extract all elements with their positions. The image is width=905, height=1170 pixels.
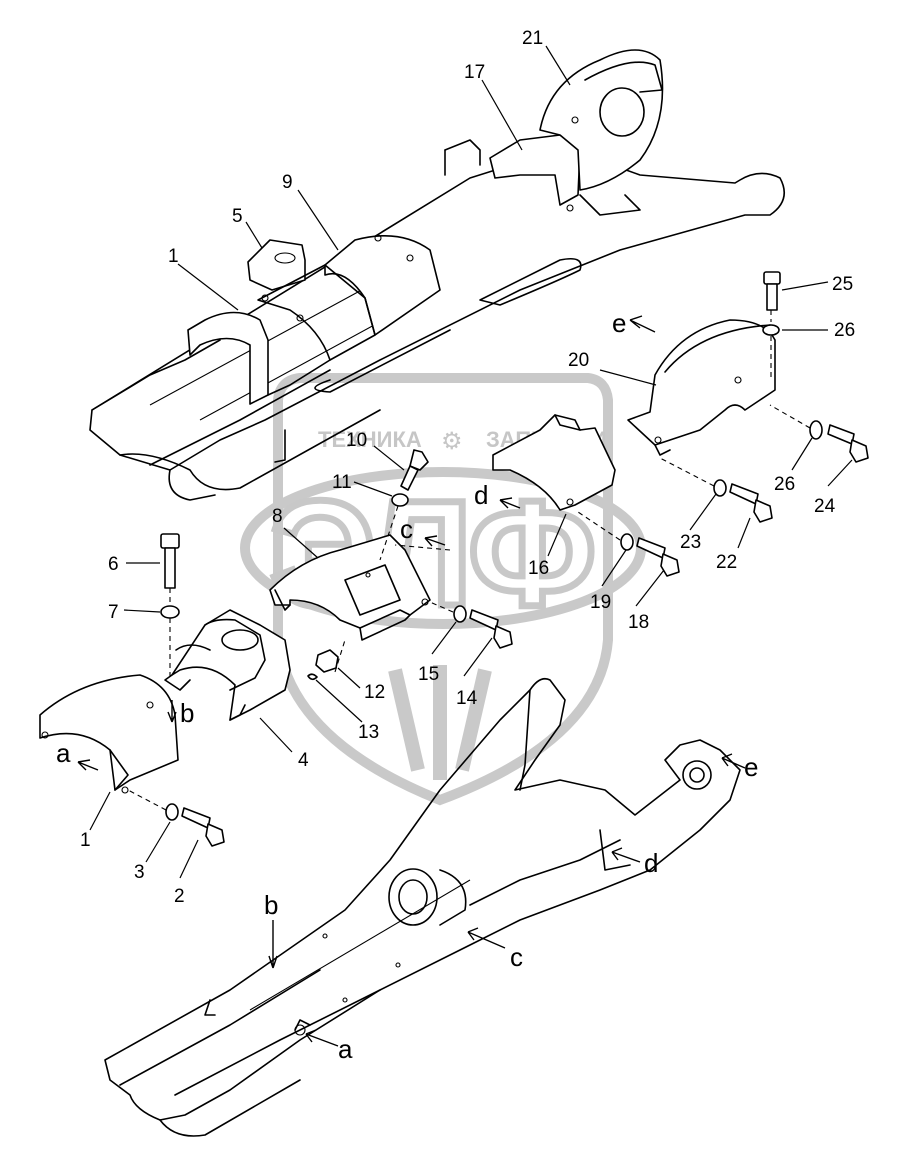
mounting-plate-8 [269,534,431,641]
leader-lines [89,45,853,879]
callout-9: 9 [282,172,293,193]
bolt-22 [729,483,773,523]
callout-18: 18 [628,612,649,633]
callout-12: 12 [364,682,385,703]
callout-5: 5 [232,206,243,227]
support-bracket-4 [164,609,291,721]
washer-11 [391,493,409,507]
callout-26-top: 26 [834,320,855,341]
pin-13 [307,673,318,681]
callout-2: 2 [174,886,185,907]
callout-26-bottom: 26 [774,474,795,495]
callout-numbers: 1 5 9 17 21 25 26 20 10 11 8 6 7 12 13 4… [80,28,855,907]
callout-1-top: 1 [168,246,179,267]
callout-23: 23 [680,532,701,553]
nut-12 [315,649,339,673]
callout-17: 17 [464,62,485,83]
ref-letter-b-bracket: b [180,698,194,728]
watermark-brand-left: ТЕХНИКА [318,427,422,452]
callout-4: 4 [298,750,309,771]
callout-15: 15 [418,664,439,685]
watermark-logo-letters: ЭЛФ [270,469,592,637]
ref-letter-e-frame: e [744,752,758,782]
ref-letter-c-frame: c [510,942,523,972]
washer-7 [160,605,180,619]
washer-15 [453,605,467,623]
washer-19 [620,533,634,551]
callout-3: 3 [134,862,145,883]
bolt-25 [763,271,781,311]
ref-letter-b-frame: b [264,890,278,920]
callout-13: 13 [358,722,379,743]
bolt-24 [827,424,869,463]
washer-23 [713,479,727,497]
track-cover-1 [39,674,179,794]
ref-letter-e-guard: e [612,308,626,338]
callout-19: 19 [590,592,611,613]
track-guard-20 [627,319,776,456]
callout-8: 8 [272,506,283,527]
hardware [160,271,869,847]
ref-letter-c-plate: c [400,514,413,544]
callout-7: 7 [108,602,119,623]
ref-letter-a-cover: a [56,738,71,768]
bolt-6 [160,533,180,589]
reference-letters: e d c b a e d b c a [56,308,758,1064]
bolt-18 [636,537,680,577]
bolt-10 [400,449,429,491]
callout-14: 14 [456,688,478,709]
lower-track-frame [104,677,741,1137]
bolt-14 [469,609,513,649]
callout-6: 6 [108,554,119,575]
callout-16: 16 [528,558,549,579]
track-guard-16 [492,414,616,511]
bolt-2 [181,807,225,847]
upper-track-frame [89,49,786,501]
washer-26-bottom [809,420,823,440]
callout-25: 25 [832,274,853,295]
callout-20: 20 [568,350,589,371]
callout-22: 22 [716,552,737,573]
callout-1-bottom: 1 [80,830,91,851]
callout-10: 10 [346,430,367,451]
washer-3 [165,803,179,821]
assembly-lines [127,310,811,811]
ref-letter-d-frame: d [644,848,658,878]
washer-26-top [762,324,780,336]
ref-letter-d-guard: d [474,480,488,510]
callout-21: 21 [522,28,543,49]
gear-icon: ⚙ [441,428,463,455]
reference-arrows [77,315,746,1047]
callout-24: 24 [814,496,836,517]
ref-letter-a-frame: a [338,1034,353,1064]
callout-11: 11 [332,472,352,493]
